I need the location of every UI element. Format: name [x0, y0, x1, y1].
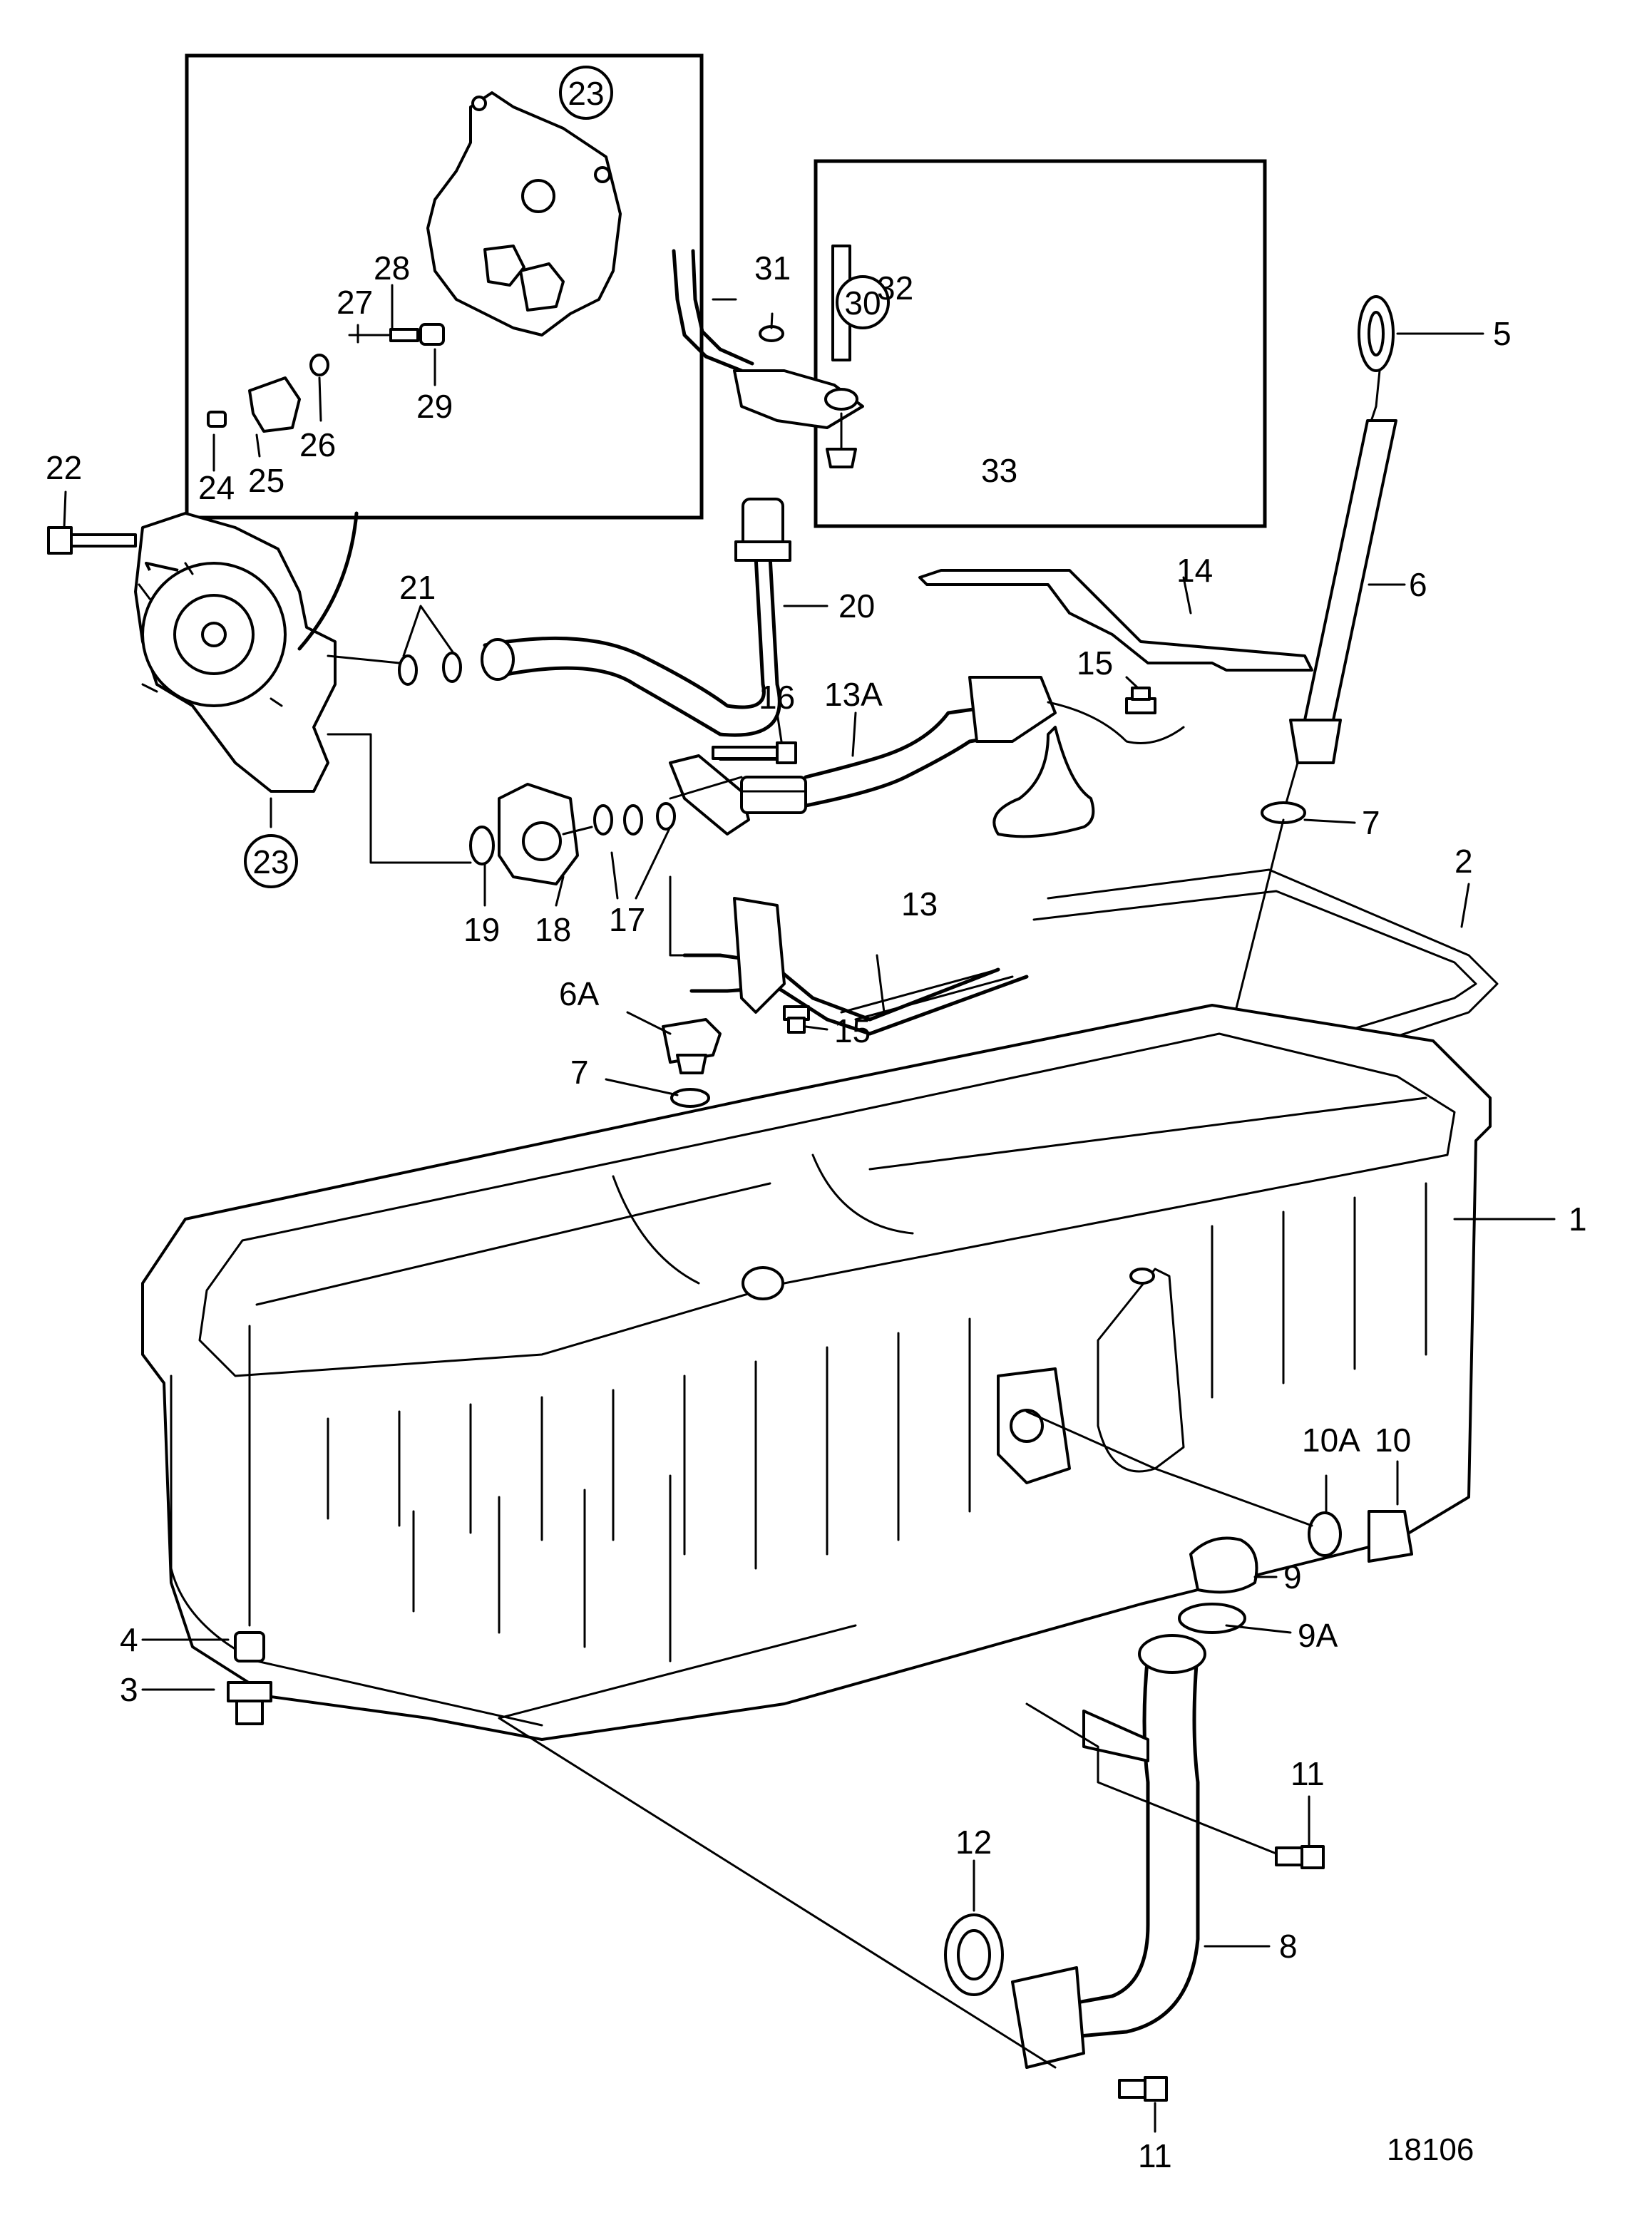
- label-16: 16: [759, 679, 795, 716]
- label-18: 18: [535, 911, 571, 948]
- bolt-11-lower: [1118, 2076, 1168, 2102]
- label-17: 17: [609, 901, 645, 938]
- bolt-16: [712, 741, 797, 764]
- label-28: 28: [374, 250, 410, 287]
- oil-pump-inset-box: [185, 53, 704, 520]
- label-19: 19: [463, 911, 500, 948]
- suction-pipe-13A: [804, 676, 1185, 838]
- label-22: 22: [46, 449, 82, 486]
- pressure-pipe-20: [481, 498, 791, 737]
- label-14: 14: [1176, 552, 1213, 589]
- o-ring-19: [469, 826, 495, 865]
- drain-plug-3-bolt: [227, 1681, 272, 1725]
- label-6: 6: [1409, 566, 1427, 603]
- label-7-lower: 7: [570, 1054, 589, 1091]
- label-11-lower: 11: [1138, 2137, 1172, 2174]
- label-26: 26: [299, 426, 336, 463]
- seal-9A: [1178, 1603, 1246, 1634]
- label-9A: 9A: [1298, 1617, 1338, 1654]
- washer-10A: [1308, 1511, 1342, 1557]
- label-10: 10: [1375, 1422, 1411, 1459]
- o-rings-21: [398, 652, 462, 686]
- label-20: 20: [838, 587, 875, 625]
- label-31: 31: [754, 250, 791, 287]
- drawing-reference-number: 18106: [1387, 2132, 1474, 2167]
- oil-pump-assembly: [134, 512, 337, 793]
- dipstick-tube-6: [1282, 419, 1397, 814]
- oil-sump-1: [141, 1004, 1492, 1741]
- bolt-22: [47, 526, 137, 555]
- plug-10-guide-line: [1154, 1467, 1313, 1527]
- pump-guide-lines: [327, 654, 807, 957]
- bracket-14: [918, 569, 1313, 672]
- label-15-upper: 15: [1077, 644, 1113, 682]
- drain-plug-6A: [662, 1018, 722, 1074]
- bolt-15-upper: [1125, 687, 1156, 714]
- label-13: 13: [901, 885, 938, 923]
- label-29: 29: [416, 388, 453, 425]
- label-11-upper: 11: [1291, 1755, 1325, 1792]
- label-6A: 6A: [559, 975, 600, 1012]
- callout-circle-23-inset: [559, 66, 613, 120]
- label-12: 12: [955, 1824, 992, 1861]
- label-5: 5: [1493, 315, 1512, 352]
- label-27: 27: [337, 284, 373, 321]
- label-23-inset: 23: [568, 75, 604, 112]
- callout-circle-23-lower: [244, 834, 298, 888]
- label-30: 30: [844, 284, 881, 322]
- label-33: 33: [981, 452, 1017, 489]
- label-3: 3: [120, 1671, 138, 1708]
- filler-pipe-guide-lines: [498, 1410, 1278, 2069]
- drain-plug-4-seal: [234, 1631, 265, 1663]
- inset-arc-leader: [297, 511, 359, 651]
- bolt-11-upper: [1275, 1845, 1325, 1869]
- label-9: 9: [1283, 1558, 1302, 1595]
- relief-valve-parts: [207, 323, 445, 433]
- label-10A: 10A: [1302, 1422, 1360, 1459]
- label-7-upper: 7: [1362, 804, 1380, 841]
- label-15-lower: 15: [834, 1012, 871, 1049]
- label-32: 32: [877, 269, 913, 307]
- label-8: 8: [1279, 1928, 1298, 1965]
- filler-cap-9: [1189, 1536, 1258, 1594]
- label-2: 2: [1455, 843, 1473, 880]
- oil-pump-housing-detail: [426, 91, 622, 336]
- label-21: 21: [399, 569, 436, 606]
- suction-pipe-13: [682, 897, 1029, 1036]
- label-13A: 13A: [824, 676, 883, 713]
- washer-7-lower: [670, 1088, 710, 1108]
- plug-10: [1368, 1510, 1413, 1563]
- o-rings-17: [593, 802, 676, 836]
- label-23-lower: 23: [252, 843, 289, 880]
- label-24: 24: [198, 469, 235, 506]
- gasket-2: [1032, 868, 1499, 1071]
- label-4: 4: [120, 1621, 138, 1658]
- label-1: 1: [1569, 1201, 1587, 1238]
- callout-leaders: [63, 284, 1556, 2133]
- dipstick-5: [1358, 295, 1395, 429]
- bolt-15-lower: [783, 1005, 810, 1034]
- adapter-18: [498, 783, 579, 885]
- filler-pipe-8: [1011, 1634, 1206, 2069]
- dipstick-bracket-inset-box: [814, 159, 1267, 528]
- seal-12-inner: [957, 1929, 991, 1980]
- callout-circle-30: [836, 275, 890, 329]
- label-25: 25: [248, 462, 284, 499]
